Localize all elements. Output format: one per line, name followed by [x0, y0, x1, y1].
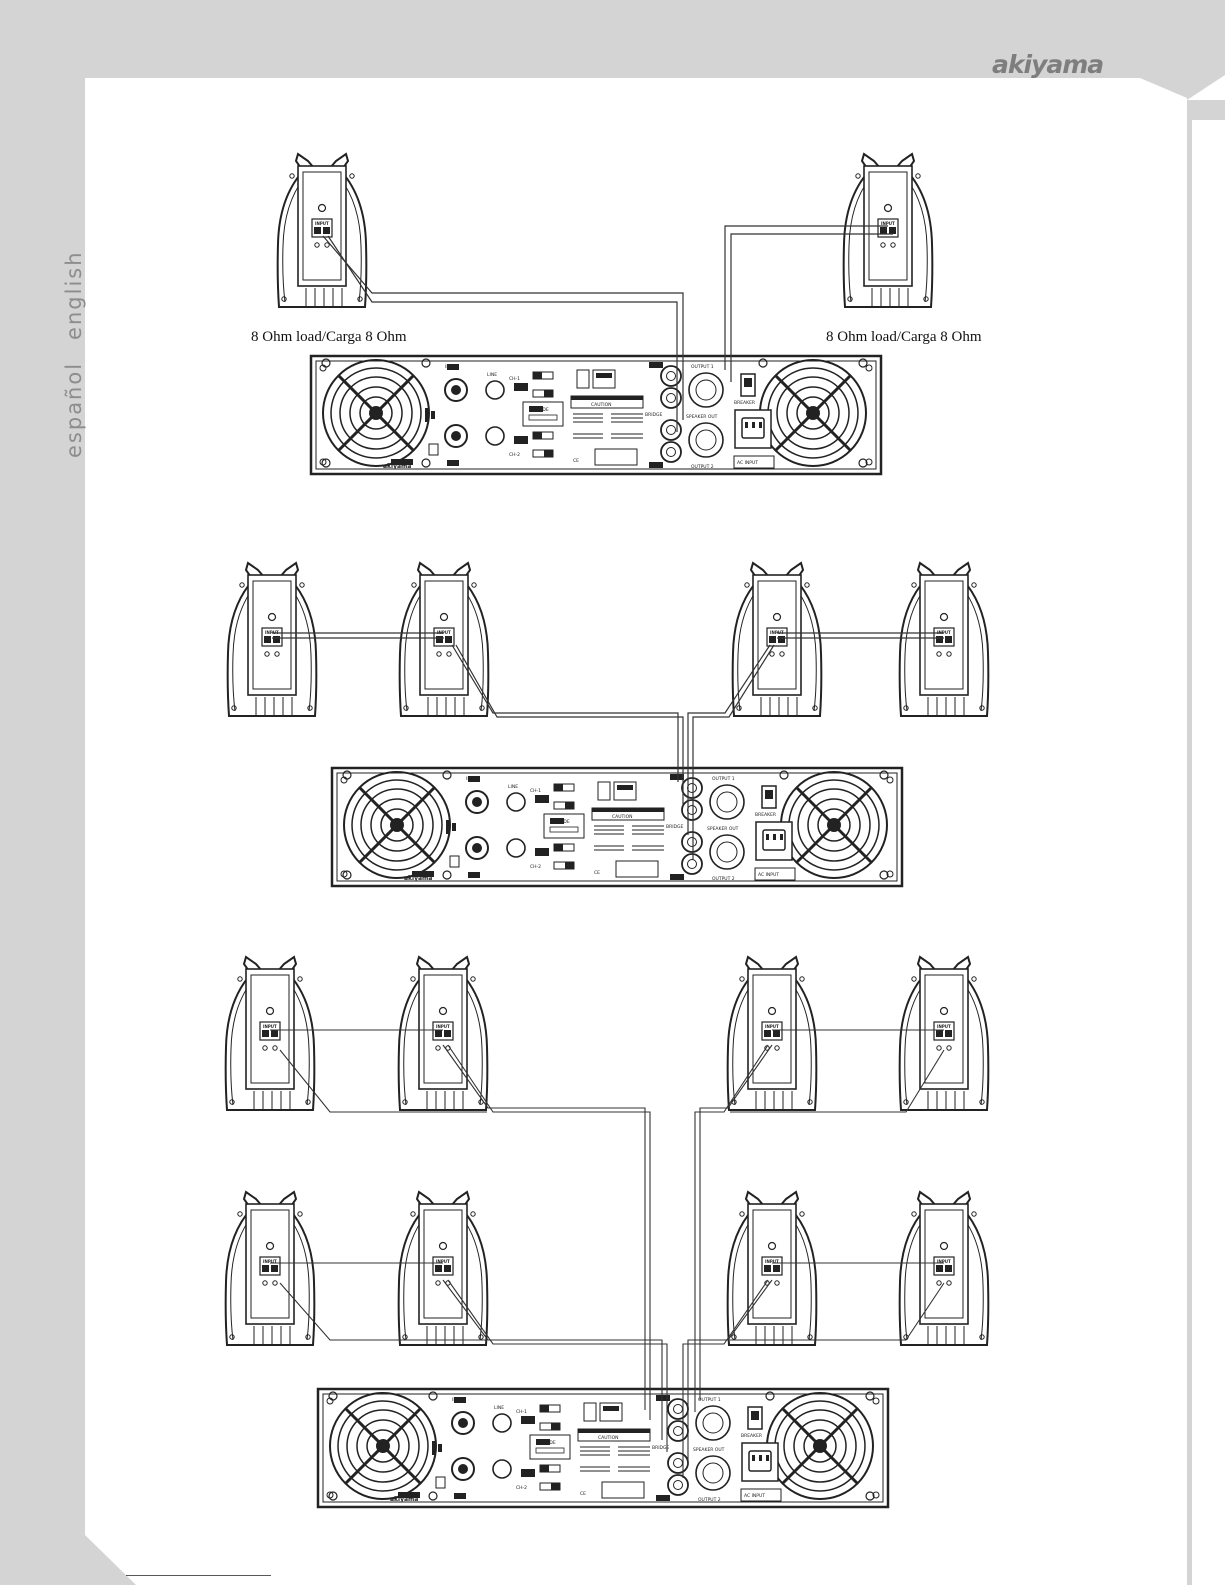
amp-ce-label: CE	[594, 870, 600, 876]
amplifier-rear-panel	[318, 1389, 888, 1507]
speaker-input-label: INPUT	[937, 1259, 951, 1264]
amp-caution-label: CAUTION	[591, 402, 612, 408]
amp-output1-label: OUTPUT 1	[712, 776, 735, 782]
amp-output1-label: OUTPUT 1	[691, 364, 714, 370]
amp-output2-label: OUTPUT 2	[712, 876, 735, 882]
speaker-input-label: INPUT	[881, 221, 895, 226]
speaker-input-label: INPUT	[765, 1024, 779, 1029]
lang-spanish: español	[62, 361, 86, 458]
speaker-input-label: INPUT	[765, 1259, 779, 1264]
amp-brand-label: akiyama	[390, 1496, 418, 1503]
speaker-input-label: INPUT	[436, 1259, 450, 1264]
footer-link-line	[126, 1575, 271, 1576]
amp-speaker-out-label: SPEAKER OUT	[707, 826, 739, 832]
amp-brand-label: akiyama	[383, 463, 411, 470]
amp-breaker-label: BREAKER	[755, 812, 776, 818]
amp-bridge-label: BRIDGE	[652, 1445, 669, 1451]
amp-output2-label: OUTPUT 2	[691, 464, 714, 470]
amp-ch2-label: CH-2	[509, 452, 520, 458]
language-tabs: español english	[62, 250, 86, 458]
load-label-left: 8 Ohm load/Carga 8 Ohm	[251, 329, 407, 345]
amp-input-label: INPUT	[445, 364, 459, 370]
amp-ac-input-label: AC INPUT	[737, 460, 758, 466]
load-label-right: 8 Ohm load/Carga 8 Ohm	[826, 329, 982, 345]
speaker-input-label: INPUT	[937, 1024, 951, 1029]
amp-mode-label: MODE	[535, 407, 549, 413]
amp-speaker-out-label: SPEAKER OUT	[686, 414, 718, 420]
setup-3-eight-speakers	[224, 956, 990, 1507]
brand-logo: akiyama	[992, 50, 1104, 79]
speaker-input-label: INPUT	[315, 221, 329, 226]
speaker-input-label: INPUT	[437, 630, 451, 635]
amp-caution-label: CAUTION	[598, 1435, 619, 1441]
amp-mode-label: MODE	[542, 1440, 556, 1446]
lang-english: english	[62, 250, 86, 340]
amp-ac-input-label: AC INPUT	[758, 872, 779, 878]
amp-ch2-label: CH-2	[530, 864, 541, 870]
speaker-input-label: INPUT	[937, 630, 951, 635]
speaker-input-label: INPUT	[265, 630, 279, 635]
amp-breaker-label: BREAKER	[734, 400, 755, 406]
amplifier-rear-panel	[311, 356, 881, 474]
speaker-input-label: INPUT	[770, 630, 784, 635]
amp-line-label: LINE	[494, 1405, 504, 1411]
amp-mode-label: MODE	[556, 819, 570, 825]
setup-1-two-speakers	[276, 153, 934, 474]
amp-breaker-label: BREAKER	[741, 1433, 762, 1439]
amp-output2-label: OUTPUT 2	[698, 1497, 721, 1503]
amp-ch1-label: CH-1	[530, 788, 541, 794]
setup-2-four-speakers	[226, 562, 990, 886]
amp-input-label: INPUT	[452, 1397, 466, 1403]
amp-ce-label: CE	[580, 1491, 586, 1497]
amp-speaker-out-label: SPEAKER OUT	[693, 1447, 725, 1453]
amp-ce-label: CE	[573, 458, 579, 464]
amp-ch1-label: CH-1	[516, 1409, 527, 1415]
amp-bridge-label: BRIDGE	[666, 824, 683, 830]
amp-line-label: LINE	[508, 784, 518, 790]
amp-output1-label: OUTPUT 1	[698, 1397, 721, 1403]
amp-caution-label: CAUTION	[612, 814, 633, 820]
amp-bridge-label: BRIDGE	[645, 412, 662, 418]
amp-ch2-label: CH-2	[516, 1485, 527, 1491]
amp-input-label: INPUT	[466, 776, 480, 782]
amp-ch1-label: CH-1	[509, 376, 520, 382]
speaker-input-label: INPUT	[263, 1259, 277, 1264]
speaker-input-label: INPUT	[436, 1024, 450, 1029]
amplifier-rear-panel	[332, 768, 902, 886]
speaker-input-label: INPUT	[263, 1024, 277, 1029]
amp-line-label: LINE	[487, 372, 497, 378]
amp-ac-input-label: AC INPUT	[744, 1493, 765, 1499]
amp-brand-label: akiyama	[404, 875, 432, 882]
